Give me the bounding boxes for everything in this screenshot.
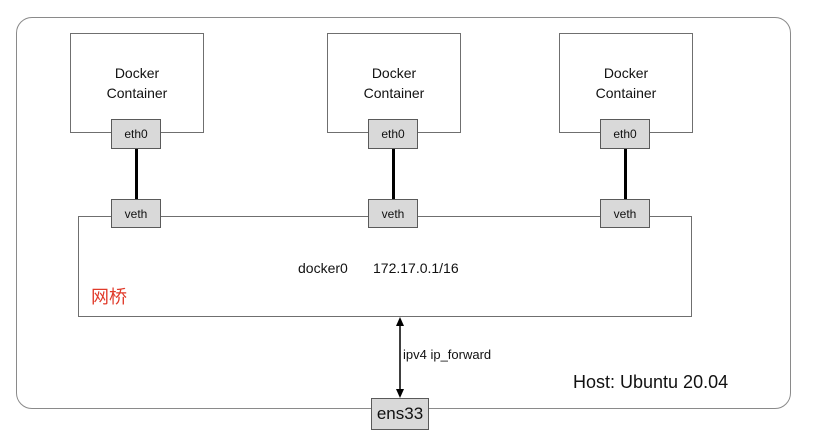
bridge-cn-label: 网桥 (91, 287, 127, 307)
container-1-label-line2: Container (106, 85, 168, 101)
bridge-veth-port-1[interactable]: veth (111, 199, 161, 228)
docker-container-1[interactable] (70, 33, 204, 133)
bridge-veth-port-3[interactable]: veth (600, 199, 650, 228)
container-2-eth0-port[interactable]: eth0 (368, 119, 418, 149)
host-label: Host: Ubuntu 20.04 (573, 372, 729, 392)
container-1-eth0-port[interactable]: eth0 (111, 119, 161, 149)
bridge-box[interactable] (78, 216, 692, 317)
ip-forward-label: ipv4 ip_forward (403, 347, 492, 362)
container-3-eth0-port[interactable]: eth0 (600, 119, 650, 149)
bridge-name: docker0 (298, 260, 348, 276)
container-2-label-line1: Docker (371, 65, 417, 81)
bridge-veth-port-2[interactable]: veth (368, 199, 418, 228)
bridge-ip: 172.17.0.1/16 (373, 260, 459, 276)
container-1-veth-link (135, 149, 138, 199)
container-1-label-line1: Docker (114, 65, 160, 81)
container-2-label-line2: Container (363, 85, 425, 101)
container-3-veth-link (624, 149, 627, 199)
ens33-interface[interactable]: ens33 (371, 398, 429, 430)
container-3-label-line2: Container (595, 85, 657, 101)
docker-container-2[interactable] (327, 33, 461, 133)
container-3-label-line1: Docker (603, 65, 649, 81)
container-2-veth-link (392, 149, 395, 199)
